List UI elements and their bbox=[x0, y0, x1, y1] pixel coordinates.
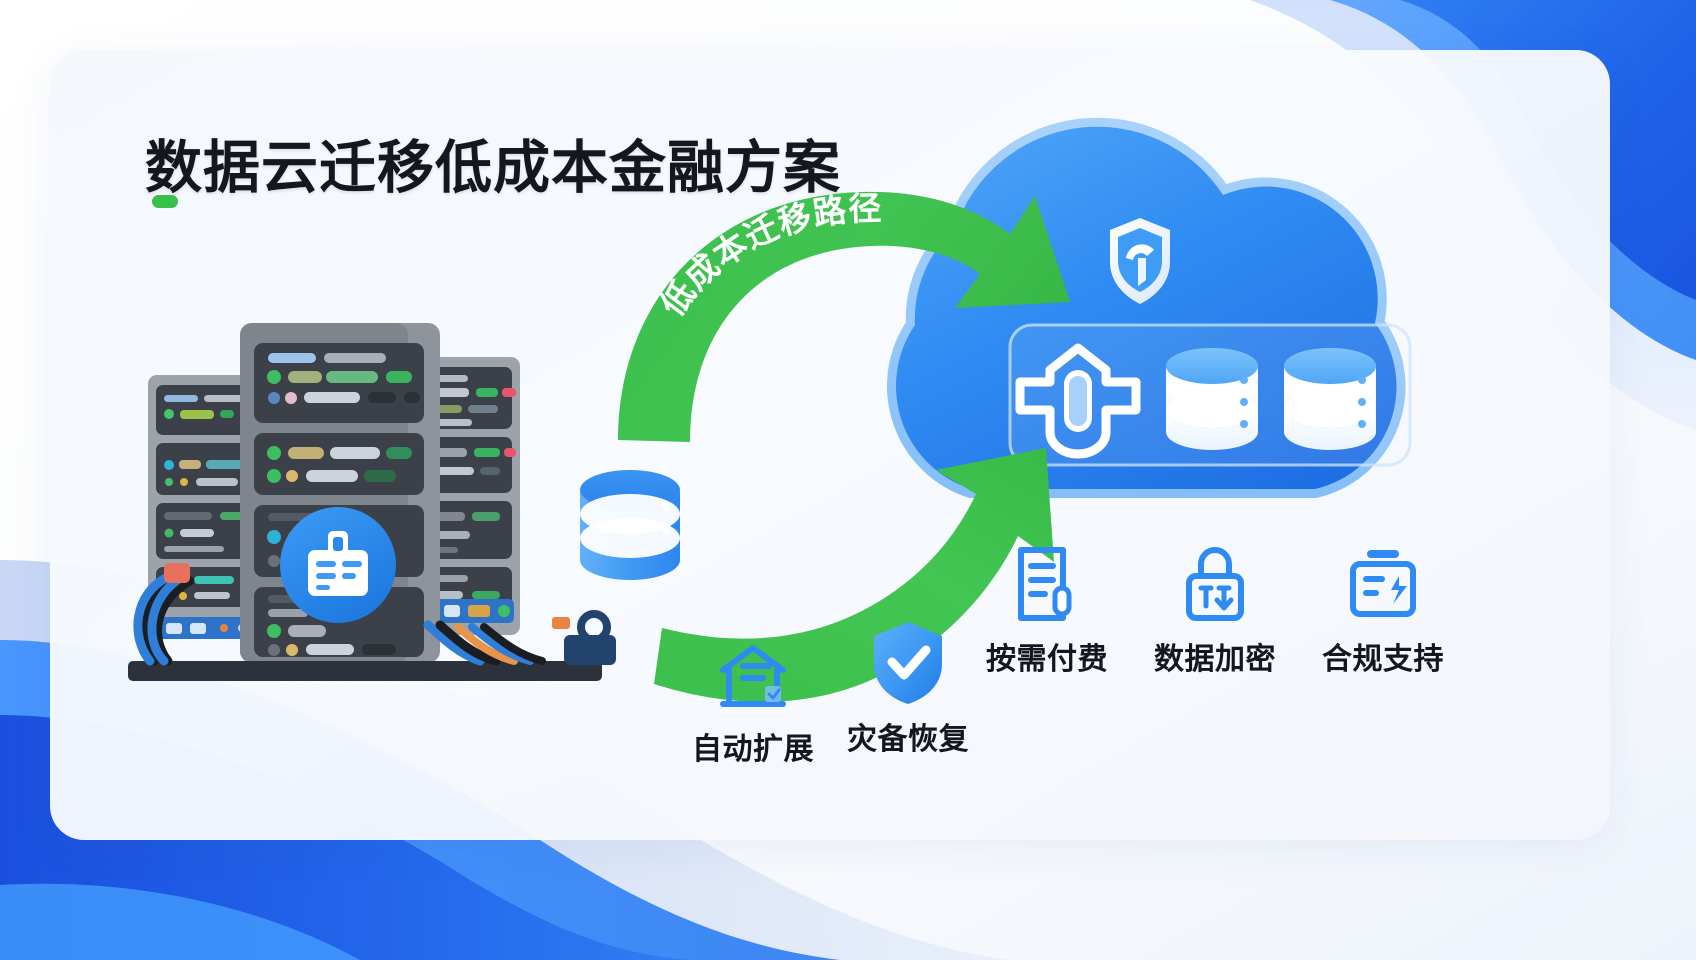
shield-check-icon bbox=[833, 622, 983, 704]
shield-check-icon bbox=[1110, 218, 1170, 304]
server-node-icon bbox=[1015, 343, 1141, 459]
feature-label: 灾备恢复 bbox=[847, 723, 969, 756]
title-accent-dot bbox=[152, 195, 178, 208]
database-icon bbox=[1166, 348, 1258, 450]
feature-item[interactable]: 灾备恢复 bbox=[833, 622, 983, 758]
feature-item[interactable]: 合规支持 bbox=[1308, 546, 1458, 678]
feature-label: 按需付费 bbox=[986, 643, 1108, 676]
rack-left bbox=[148, 375, 266, 639]
feature-item[interactable]: 按需付费 bbox=[972, 546, 1122, 678]
feature-item[interactable]: 数据加密 bbox=[1140, 546, 1290, 678]
cables-right bbox=[423, 620, 546, 666]
onprem-database-icon bbox=[580, 470, 680, 580]
lock-encryption-icon bbox=[1140, 546, 1290, 624]
illustration: 低成本迁移路径 bbox=[128, 117, 1412, 702]
cloud-platform bbox=[887, 117, 1412, 498]
cables-left bbox=[133, 572, 195, 666]
compliance-certificate-icon bbox=[1308, 546, 1458, 624]
page-title: 数据云迁移低成本金融方案 bbox=[145, 136, 841, 200]
content-card: 数据云迁移低成本金融方案 bbox=[50, 50, 1610, 840]
server-racks bbox=[128, 323, 616, 681]
feature-label: 自动扩展 bbox=[692, 733, 814, 766]
feature-label: 数据加密 bbox=[1154, 643, 1276, 676]
feature-label: 合规支持 bbox=[1322, 643, 1444, 676]
power-adapter bbox=[552, 610, 616, 665]
auto-scale-bank-icon bbox=[678, 636, 828, 714]
feature-item[interactable]: 自动扩展 bbox=[678, 636, 828, 768]
database-icon bbox=[1284, 348, 1376, 450]
migration-arrow-bottom bbox=[654, 448, 1054, 702]
id-card-badge bbox=[280, 507, 396, 623]
invoice-billing-icon bbox=[972, 546, 1122, 624]
